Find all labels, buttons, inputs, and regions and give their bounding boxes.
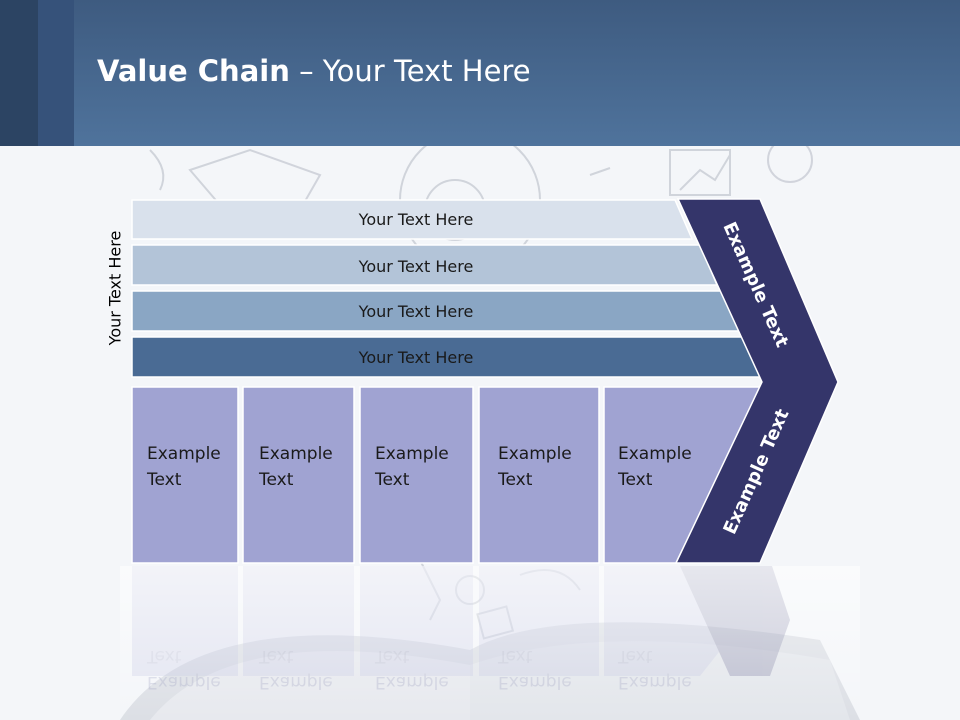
column-2 (242, 386, 355, 564)
slide-title: Value Chain – Your Text Here (97, 54, 531, 88)
column-5-line1: Example (618, 444, 692, 464)
column-3-line1: Example (375, 444, 449, 464)
column-2-line1: Example (259, 444, 333, 464)
column-1-line1: Example (147, 444, 221, 464)
column-3-line2: Text (374, 470, 410, 490)
bar-1 (131, 199, 694, 240)
column-1 (131, 386, 239, 564)
column-1-line2: Text (146, 470, 182, 490)
slide-title-bold: Value Chain (97, 54, 290, 88)
slide-title-rest: – Your Text Here (289, 54, 531, 88)
bar-3-label: Your Text Here (358, 302, 474, 321)
reflection-fade (120, 566, 860, 720)
column-2-line2: Text (258, 470, 294, 490)
column-4 (478, 386, 600, 564)
bar-4-label: Your Text Here (358, 348, 474, 367)
side-label: Your Text Here (106, 231, 125, 347)
bar-2-label: Your Text Here (358, 257, 474, 276)
column-3 (359, 386, 474, 564)
column-4-line2: Text (497, 470, 533, 490)
header-band: Value Chain – Your Text Here (0, 0, 960, 146)
column-5-line2: Text (617, 470, 653, 490)
column-4-line1: Example (498, 444, 572, 464)
header-accent-strip (0, 0, 38, 146)
chevron-arrow (674, 198, 839, 564)
header-accent-strip-2 (38, 0, 74, 146)
bar-1-label: Your Text Here (358, 210, 474, 229)
